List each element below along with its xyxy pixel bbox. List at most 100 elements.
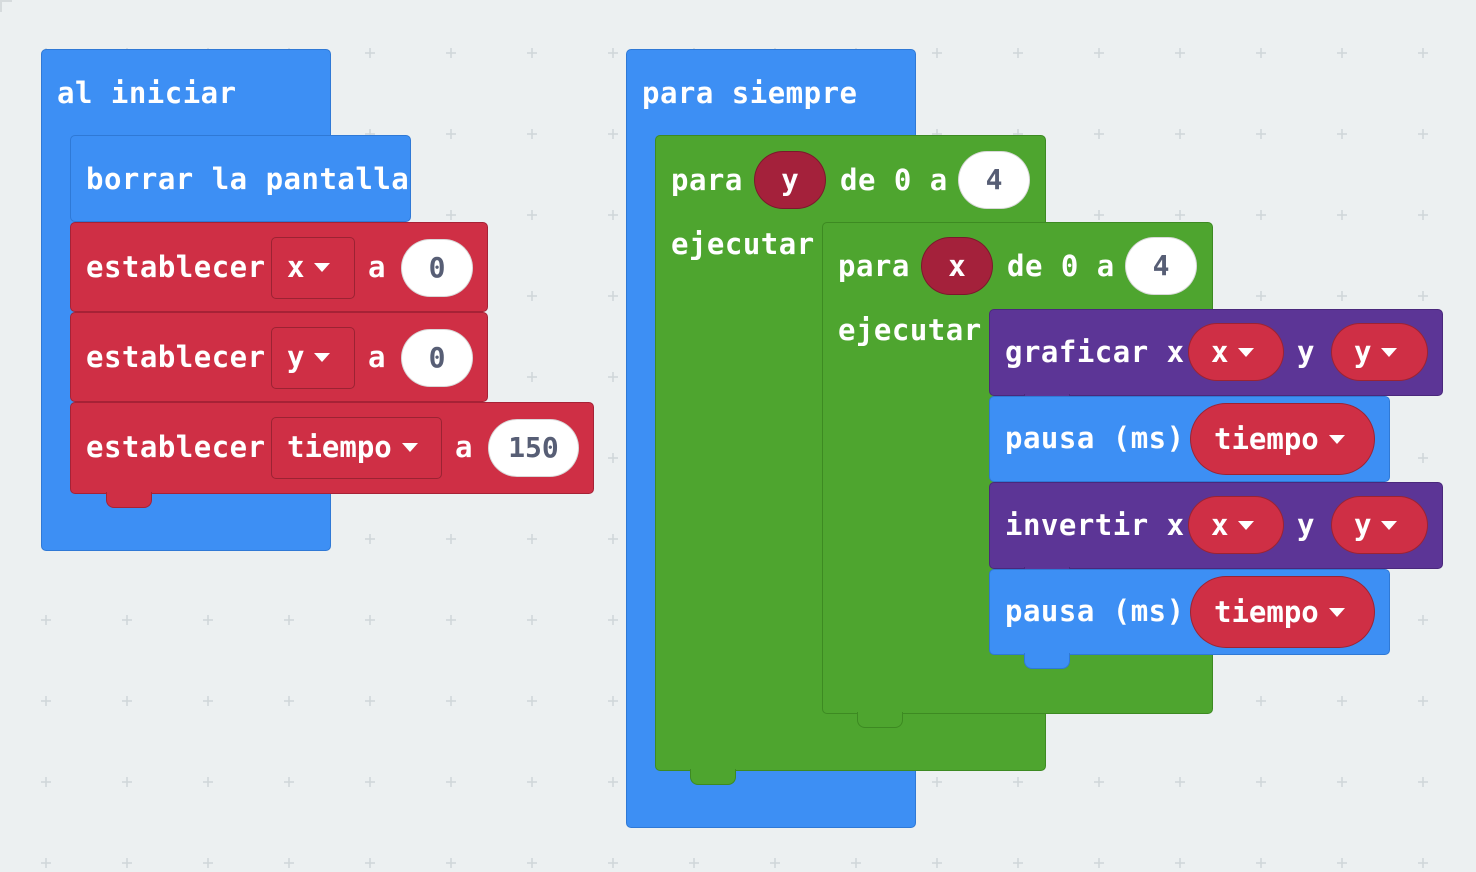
grid-cross	[365, 534, 375, 544]
grid-cross	[446, 534, 456, 544]
grid-cross	[446, 129, 456, 139]
grid-cross	[608, 615, 618, 625]
grid-cross	[1175, 777, 1185, 787]
outer-loop-variable[interactable]: y	[754, 151, 826, 209]
inner-loop-bottom-tab	[857, 712, 903, 728]
pause-2-variable-dropdown[interactable]: tiempo	[1190, 576, 1375, 648]
grid-cross	[1418, 858, 1428, 868]
set-y-to-label: a	[368, 340, 386, 374]
plot-x-dropdown[interactable]: x	[1188, 323, 1284, 381]
pause-1-label: pausa (ms)	[1005, 421, 1185, 455]
grid-cross	[365, 858, 375, 868]
set-tiempo-variable-dropdown[interactable]: tiempo	[271, 417, 442, 479]
grid-cross	[203, 858, 213, 868]
grid-cross	[1418, 696, 1428, 706]
toggle-x-value: x	[1211, 508, 1229, 542]
grid-cross	[1094, 48, 1104, 58]
grid-cross	[122, 696, 132, 706]
on-start-label: al iniciar	[57, 76, 237, 110]
grid-cross	[122, 615, 132, 625]
grid-cross	[527, 291, 537, 301]
chevron-down-icon	[1381, 520, 1398, 530]
grid-cross	[608, 534, 618, 544]
grid-cross	[446, 210, 456, 220]
grid-cross	[527, 858, 537, 868]
grid-cross	[203, 696, 213, 706]
toggle-y-value: y	[1354, 508, 1372, 542]
grid-cross	[41, 696, 51, 706]
pause-1-variable-dropdown[interactable]: tiempo	[1190, 403, 1375, 475]
outer-loop-do-label: ejecutar	[671, 227, 815, 261]
grid-cross	[1094, 777, 1104, 787]
set-tiempo-bottom-tab	[106, 492, 152, 508]
outer-loop-end-input[interactable]: 4	[958, 151, 1030, 209]
grid-cross	[41, 615, 51, 625]
grid-cross	[932, 48, 942, 58]
grid-cross	[203, 615, 213, 625]
set-tiempo-to-label: a	[455, 430, 473, 464]
grid-cross	[1337, 777, 1347, 787]
outer-loop-bottom-tab	[690, 769, 736, 785]
grid-cross	[365, 696, 375, 706]
grid-cross	[1256, 129, 1266, 139]
outer-loop-range-label: de 0 a	[840, 163, 948, 197]
grid-cross	[851, 858, 861, 868]
grid-cross	[608, 291, 618, 301]
grid-cross	[527, 48, 537, 58]
toggle-x-dropdown[interactable]: x	[1188, 496, 1284, 554]
pause-1-variable-value: tiempo	[1214, 422, 1319, 456]
plot-y-dropdown[interactable]: y	[1331, 323, 1428, 381]
grid-cross	[1418, 453, 1428, 463]
outer-loop-variable-value: y	[781, 163, 799, 197]
grid-cross	[284, 615, 294, 625]
grid-cross	[932, 777, 942, 787]
grid-cross	[1337, 48, 1347, 58]
grid-cross	[1337, 858, 1347, 868]
grid-cross	[608, 777, 618, 787]
grid-cross	[932, 858, 942, 868]
toggle-y-dropdown[interactable]: y	[1331, 496, 1428, 554]
toggle-label: invertir x	[1005, 508, 1185, 542]
inner-loop-variable[interactable]: x	[921, 237, 993, 295]
grid-cross	[122, 858, 132, 868]
chevron-down-icon	[314, 352, 331, 362]
set-x-variable-dropdown[interactable]: x	[271, 237, 355, 299]
grid-cross	[41, 858, 51, 868]
grid-cross	[1013, 48, 1023, 58]
chevron-down-icon	[1328, 607, 1345, 617]
grid-cross	[365, 48, 375, 58]
set-y-variable-dropdown[interactable]: y	[271, 327, 355, 389]
grid-cross	[1256, 858, 1266, 868]
grid-cross	[608, 48, 618, 58]
set-x-value-input[interactable]: 0	[401, 239, 473, 297]
grid-cross	[608, 696, 618, 706]
grid-cross	[608, 858, 618, 868]
plot-label: graficar x	[1005, 335, 1185, 369]
grid-cross	[1175, 210, 1185, 220]
chevron-down-icon	[1238, 520, 1255, 530]
clear-screen-block[interactable]	[70, 135, 411, 222]
grid-cross	[1337, 291, 1347, 301]
set-y-value-input[interactable]: 0	[401, 329, 473, 387]
grid-cross	[1418, 48, 1428, 58]
grid-cross	[284, 777, 294, 787]
grid-cross	[608, 453, 618, 463]
outer-loop-for-label: para	[671, 163, 743, 197]
toggle-y-label: y	[1297, 508, 1315, 542]
clear-screen-label: borrar la pantalla	[86, 162, 410, 196]
inner-loop-range-label: de 0 a	[1007, 249, 1115, 283]
set-y-variable-value: y	[287, 340, 305, 374]
grid-cross	[1418, 777, 1428, 787]
set-tiempo-label: establecer	[86, 430, 266, 464]
grid-cross	[365, 777, 375, 787]
inner-loop-end-input[interactable]: 4	[1125, 237, 1197, 295]
chevron-down-icon	[1238, 347, 1255, 357]
grid-cross	[1418, 615, 1428, 625]
grid-cross	[527, 372, 537, 382]
grid-cross	[527, 615, 537, 625]
grid-cross	[770, 858, 780, 868]
set-tiempo-value-input[interactable]: 150	[488, 419, 579, 477]
chevron-down-icon	[401, 442, 418, 452]
set-y-label: establecer	[86, 340, 266, 374]
grid-cross	[1418, 129, 1428, 139]
